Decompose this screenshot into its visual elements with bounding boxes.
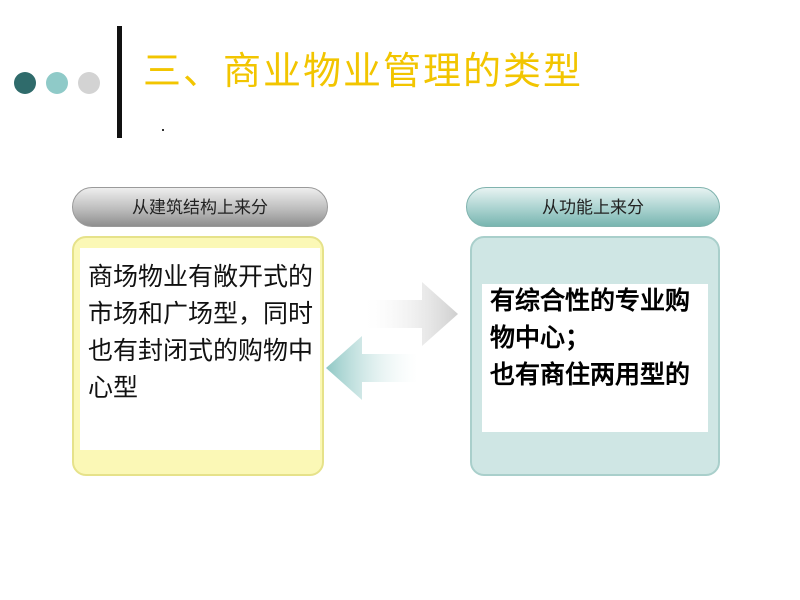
title-divider xyxy=(117,26,122,138)
right-panel-header: 从功能上来分 xyxy=(466,187,720,227)
decor-speck xyxy=(162,129,164,131)
decor-dot-light xyxy=(78,72,100,94)
right-panel-inner xyxy=(482,284,708,432)
right-panel-line-2: 也有商住两用型的 xyxy=(490,360,691,389)
decor-dot-mid xyxy=(46,72,68,94)
right-panel-text: 有综合性的专业购物中心； 也有商住两用型的 xyxy=(490,282,706,393)
arrow-left-icon xyxy=(326,336,418,400)
right-panel-line-1: 有综合性的专业购物中心； xyxy=(490,286,691,352)
left-panel-header: 从建筑结构上来分 xyxy=(72,187,328,227)
left-panel-inner xyxy=(80,248,320,450)
arrow-right-icon xyxy=(366,282,458,346)
decor-dot-dark xyxy=(14,72,36,94)
slide-title: 三、商业物业管理的类型 xyxy=(143,49,584,93)
left-panel-text: 商场物业有敞开式的市场和广场型，同时也有封闭式的购物中心型 xyxy=(88,262,314,402)
